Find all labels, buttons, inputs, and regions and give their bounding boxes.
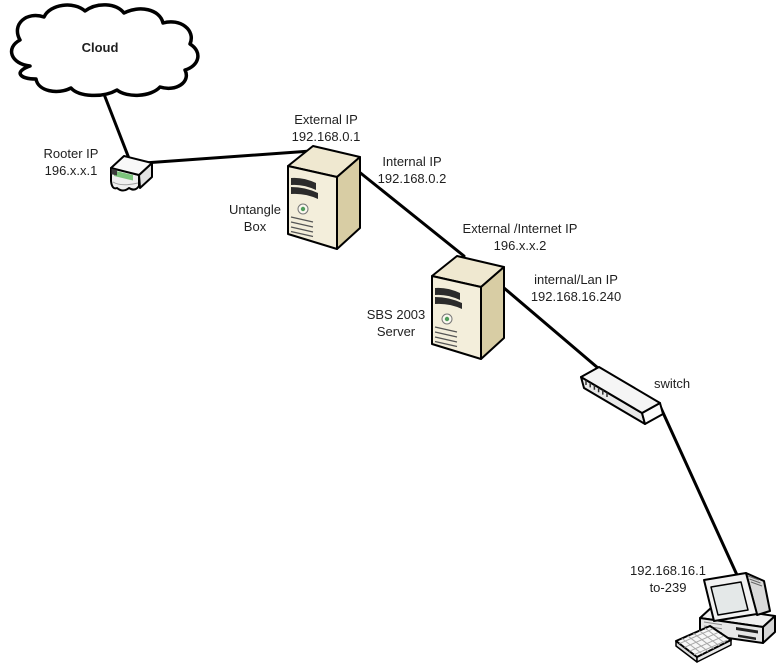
pc-ip-range-label: 192.168.16.1 to-239 [630,563,706,595]
cloud-icon [9,3,200,98]
link-router-untangle [142,149,313,165]
untangle-internal-ip-label: Internal IP 192.168.0.2 [377,154,447,186]
untangle-external-ip-label: External IP 192.168.0.1 [291,112,361,144]
drive-bay-icon [291,177,316,190]
link-sbs-switch [502,286,600,370]
link-cloud-router [100,87,132,163]
link-switch-pc [658,404,739,577]
drive-bay-icon [291,187,318,199]
sbs-external-ip-label: External /Internet IP 196.x.x.2 [462,221,578,253]
vent-slots-icon [290,216,314,238]
monitor-vents-icon [747,575,763,587]
switch-icon [580,366,664,425]
router-icon [110,155,153,192]
router-label: Rooter IP 196.x.x.1 [43,146,99,178]
cd-drive-icon [736,627,758,634]
untangle-name-label: Untangle Box [228,202,282,234]
sbs-name-label: SBS 2003 Server [366,307,426,339]
power-led-icon [300,206,306,212]
monitor-screen [710,581,749,616]
desktop-pc-icon [675,572,776,663]
sbs-internal-ip-label: internal/Lan IP 192.168.16.240 [530,272,622,304]
floppy-drive-icon [738,634,756,640]
router-port-grill [111,168,117,176]
cloud-label: Cloud [81,40,119,55]
untangle-server-icon [287,145,361,250]
keyboard-keys [678,627,728,656]
router-led-stripe [114,170,133,181]
switch-ports-icon [585,380,608,397]
link-untangle-sbs [356,169,466,258]
switch-label: switch [653,376,691,391]
